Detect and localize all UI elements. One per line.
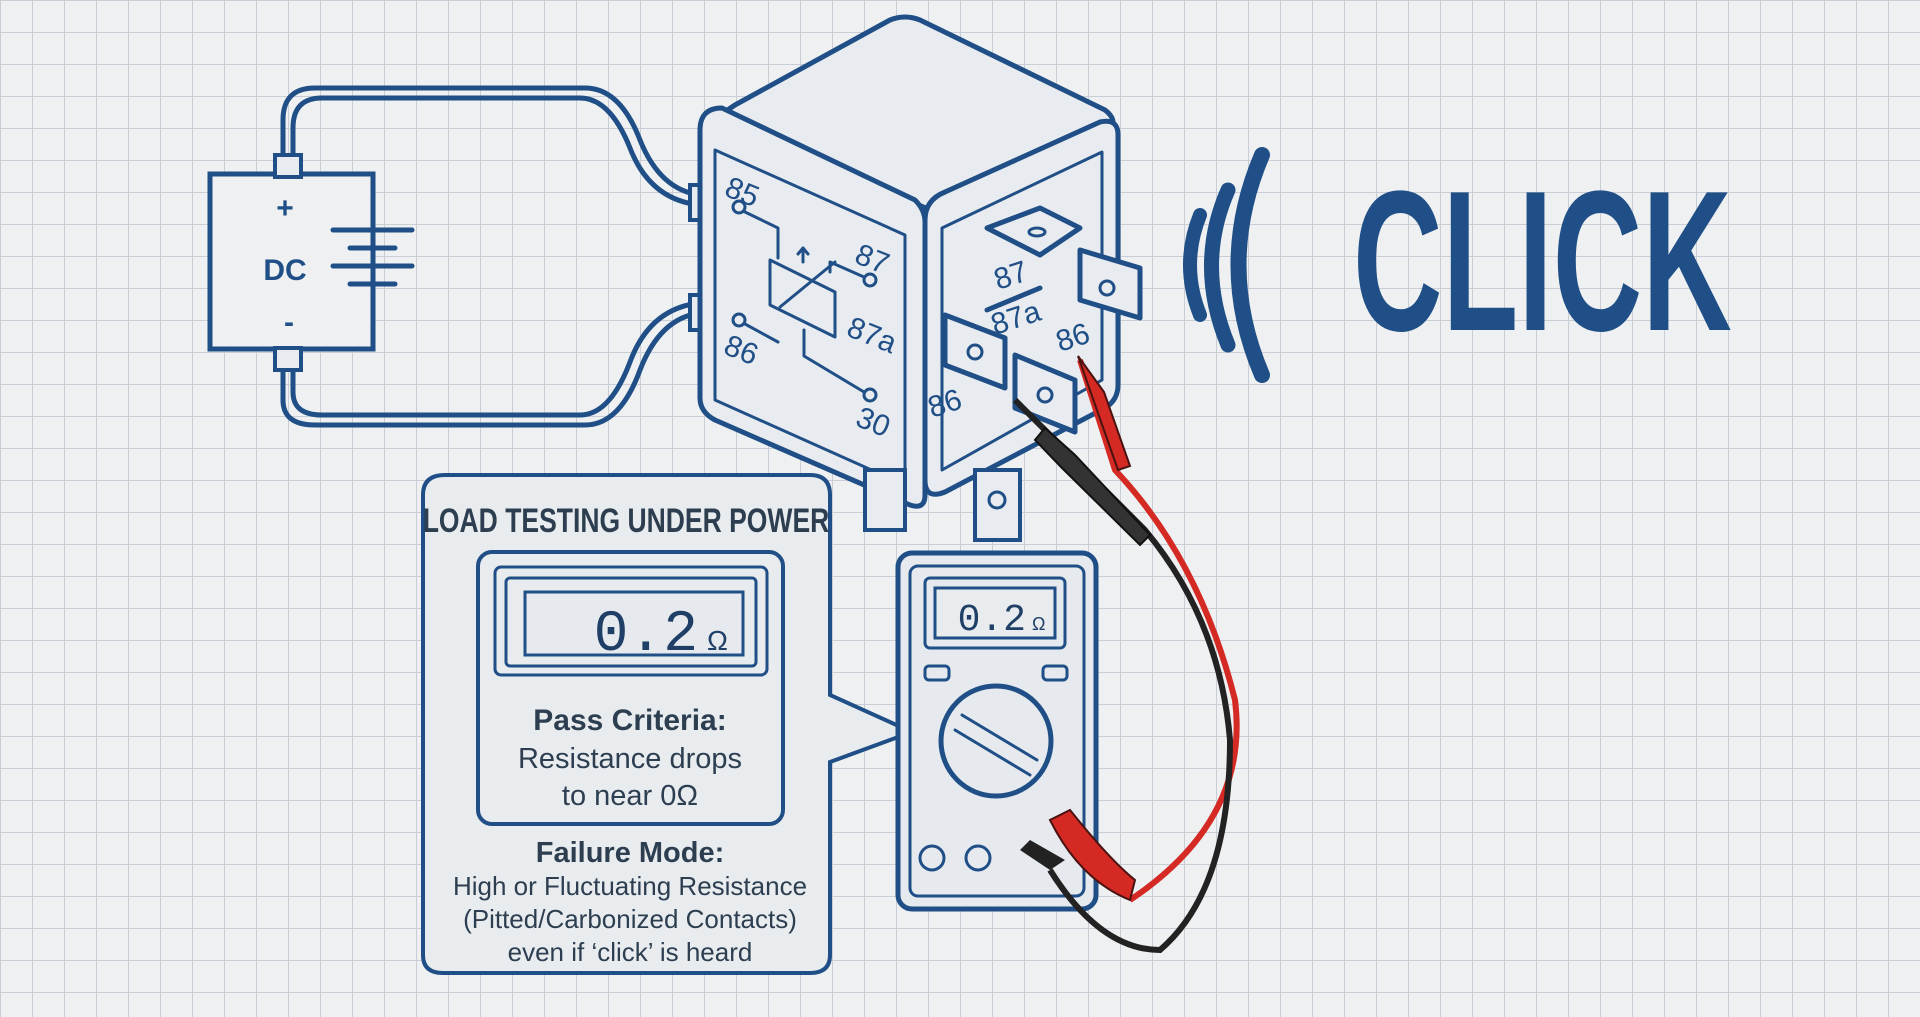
callout-title: LOAD TESTING UNDER POWER <box>423 502 830 540</box>
multimeter-unit: Ω <box>1032 614 1045 634</box>
sound-wave-icon <box>1183 147 1270 383</box>
dc-battery: + DC - <box>207 153 415 372</box>
callout-reading: 0.2 <box>594 603 698 668</box>
pass-criteria-line: to near 0Ω <box>562 780 698 812</box>
jack-com <box>918 844 946 872</box>
multimeter-reading: 0.2 <box>958 599 1026 642</box>
failure-mode-heading: Failure Mode: <box>536 837 725 869</box>
failure-mode-line: High or Fluctuating Resistance <box>453 871 807 901</box>
load-testing-callout: LOAD TESTING UNDER POWER 0.2 Ω Pass Crit… <box>421 473 918 975</box>
pass-criteria-heading: Pass Criteria: <box>533 704 726 737</box>
multimeter-button[interactable] <box>923 664 951 682</box>
pass-criteria-line: Resistance drops <box>518 743 742 775</box>
wires <box>280 85 703 428</box>
probe-red <box>1048 355 1240 903</box>
click-label: CLICK <box>1353 150 1732 374</box>
callout-unit: Ω <box>707 625 728 656</box>
probe-black <box>1012 397 1234 954</box>
battery-minus: - <box>284 306 294 339</box>
battery-plus: + <box>276 192 294 225</box>
jack-v-ohm <box>964 844 992 872</box>
battery-symbol-icon <box>330 227 415 287</box>
multimeter-button[interactable] <box>1041 664 1069 682</box>
multimeter: 0.2 Ω <box>895 550 1099 912</box>
terminal-86-left <box>942 312 1008 391</box>
terminal-87 <box>984 205 1143 321</box>
battery-label: DC <box>263 254 306 287</box>
relay: 85 87 86 87a 30 87 87a 86 86 <box>688 14 1143 542</box>
relay-schematic <box>731 199 878 403</box>
multimeter-dial[interactable] <box>938 683 1054 799</box>
failure-mode-line: (Pitted/Carbonized Contacts) <box>463 904 797 934</box>
failure-mode-line: even if ‘click’ is heard <box>508 937 753 967</box>
